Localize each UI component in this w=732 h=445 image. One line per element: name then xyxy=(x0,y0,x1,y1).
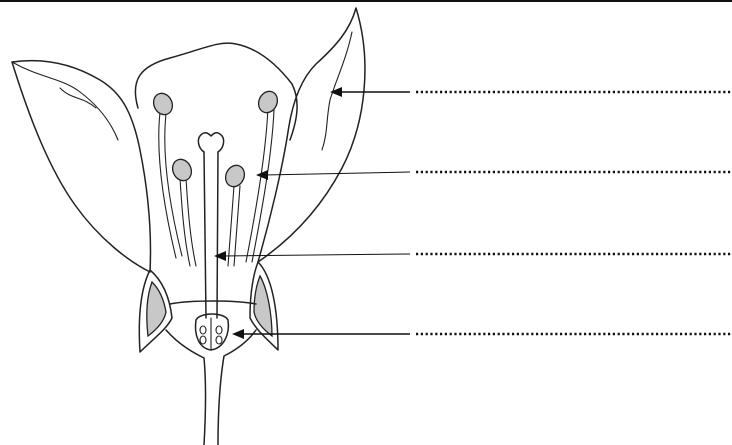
anther-outer-right xyxy=(255,88,281,116)
label-stamen xyxy=(256,170,732,180)
right-petal xyxy=(258,8,365,262)
ovule xyxy=(200,326,206,334)
arrowhead-style xyxy=(214,251,226,261)
left-petal xyxy=(12,61,151,272)
ovary xyxy=(196,314,229,350)
style-left-edge xyxy=(204,152,206,318)
ovule xyxy=(216,336,222,344)
pointer-arrow-stamen xyxy=(264,172,410,175)
label-ovary xyxy=(232,329,732,339)
label-style xyxy=(214,251,732,261)
anther-inner-left xyxy=(169,156,195,184)
right-sepal xyxy=(250,262,278,350)
pistil xyxy=(196,133,229,350)
label-petal xyxy=(330,87,732,97)
anther-inner-right xyxy=(222,162,248,190)
pointer-arrow-style xyxy=(222,254,410,256)
left-sepal xyxy=(139,270,172,352)
ovule xyxy=(216,326,222,334)
stigma xyxy=(198,133,223,152)
style-right-edge xyxy=(217,152,218,318)
anther-outer-left xyxy=(150,90,176,118)
ovule xyxy=(200,336,206,344)
arrowhead-ovary xyxy=(232,329,244,339)
